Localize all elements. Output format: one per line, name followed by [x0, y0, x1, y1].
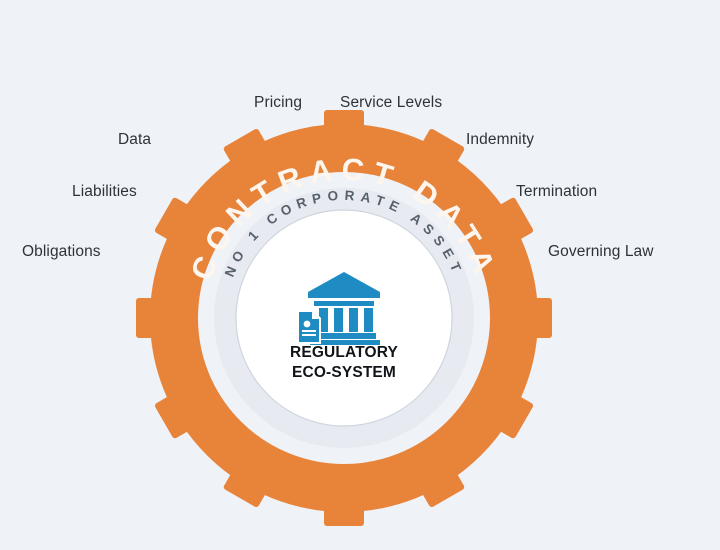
bank-steps-icon — [310, 340, 380, 345]
hub-title: REGULATORY ECO-SYSTEM — [236, 343, 452, 384]
bank-architrave-icon — [314, 301, 374, 306]
outer-label-liabilities: Liabilities — [72, 183, 137, 200]
bank-column-icon — [349, 308, 358, 332]
bank-base-icon — [314, 333, 376, 339]
document-line-icon — [302, 334, 316, 336]
bank-column-icon — [364, 308, 373, 332]
bank-document-icon — [297, 272, 380, 345]
white-hub-circle — [235, 209, 453, 427]
document-fold-icon — [312, 312, 319, 319]
bank-column-icon — [319, 308, 328, 332]
bank-column-icon — [334, 308, 343, 332]
document-seal-icon — [303, 320, 311, 328]
outer-label-termination: Termination — [516, 183, 598, 200]
hub-title-line2: ECO-SYSTEM — [292, 364, 396, 382]
document-line-icon — [302, 330, 316, 332]
bank-roof-icon — [308, 272, 380, 298]
outer-label-indemnity: Indemnity — [466, 131, 535, 148]
outer-label-pricing: Pricing — [254, 94, 303, 111]
outer-label-data: Data — [118, 131, 152, 148]
outer-label-governing-law: Governing Law — [548, 243, 654, 260]
outer-label-obligations: Obligations — [22, 243, 101, 260]
hub-title-line1: REGULATORY — [290, 344, 398, 361]
orange-gear-ring — [150, 124, 538, 512]
outer-label-service-levels: Service Levels — [340, 94, 443, 111]
